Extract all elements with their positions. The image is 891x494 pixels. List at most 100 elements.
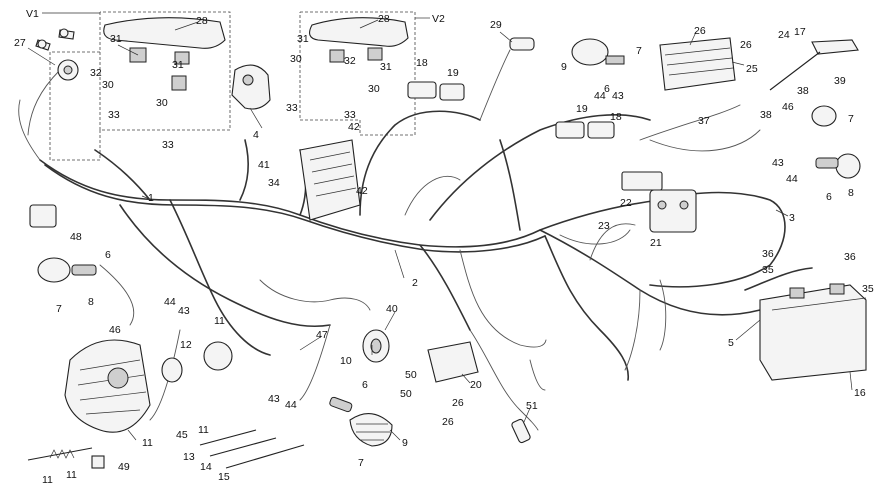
horn — [362, 329, 390, 363]
callout: 7 — [358, 457, 364, 469]
starter-relay-21 — [649, 189, 697, 233]
socket-11 — [203, 341, 233, 371]
main-harness — [18, 49, 821, 431]
callout: 43 — [612, 90, 624, 102]
headlight — [64, 339, 151, 433]
callout: 38 — [760, 109, 772, 121]
callout: 33 — [344, 109, 356, 121]
instrument-cluster-v1 — [103, 17, 226, 91]
callout: 26 — [694, 25, 706, 37]
variant-label-v2: V2 — [432, 13, 445, 25]
fuse-19-top — [439, 83, 465, 101]
callout: 27 — [14, 37, 26, 49]
callout: 33 — [162, 139, 174, 151]
callout: 31 — [380, 61, 392, 73]
callout: 32 — [344, 55, 356, 67]
callout: 50 — [400, 388, 412, 400]
callout: 11 — [142, 437, 153, 449]
callout: 37 — [698, 115, 710, 127]
callout: 17 — [794, 26, 806, 38]
callout: 25 — [746, 63, 758, 75]
callout: 18 — [416, 57, 428, 69]
callout: 51 — [526, 400, 538, 412]
callout: 46 — [782, 101, 794, 113]
callout: 23 — [598, 220, 610, 232]
leader-lines — [27, 19, 853, 441]
clip-49 — [91, 455, 105, 469]
callout: 48 — [70, 231, 82, 243]
callout: 20 — [470, 379, 482, 391]
callout: 50 — [405, 369, 417, 381]
callout: 41 — [258, 159, 270, 171]
callout: 35 — [762, 264, 774, 276]
callout: 30 — [156, 97, 168, 109]
callout: 6 — [362, 379, 368, 391]
variant-box-v2 — [299, 11, 416, 136]
callout: 22 — [620, 197, 632, 209]
fuse-block-22 — [621, 171, 663, 191]
callout: 28 — [378, 13, 390, 25]
callout: 8 — [848, 187, 854, 199]
callout: 43 — [178, 305, 190, 317]
callout: 35 — [862, 283, 874, 295]
callout: 2 — [412, 277, 418, 289]
relay-18-top — [407, 81, 437, 99]
callout: 30 — [368, 83, 380, 95]
callout: 42 — [356, 185, 368, 197]
callout: 6 — [604, 83, 610, 95]
callout: 39 — [834, 75, 846, 87]
callout: 46 — [109, 324, 121, 336]
callout: 44 — [164, 296, 176, 308]
connector-29 — [509, 37, 535, 51]
callout: 24 — [778, 29, 790, 41]
callout-labels: 28 27 31 32 31 30 30 33 33 4 28 31 30 32… — [14, 13, 874, 486]
callout: 6 — [105, 249, 111, 261]
callout: 29 — [490, 19, 502, 31]
callout: 16 — [854, 387, 866, 399]
callout: 7 — [56, 303, 62, 315]
callout: 45 — [176, 429, 188, 441]
callout: 43 — [772, 157, 784, 169]
callout: 9 — [561, 61, 567, 73]
bulb-12 — [161, 357, 183, 383]
callout: 36 — [844, 251, 856, 263]
callout: 26 — [452, 397, 464, 409]
callout: 43 — [268, 393, 280, 405]
callout: 36 — [762, 248, 774, 260]
ignition-switch — [35, 28, 79, 81]
callout: 31 — [172, 59, 184, 71]
relay-48 — [29, 204, 57, 228]
rear-indicator-39 — [769, 39, 859, 91]
callout: 31 — [110, 33, 122, 45]
callout: 6 — [826, 191, 832, 203]
callout: 38 — [797, 85, 809, 97]
callout: 33 — [108, 109, 120, 121]
ignition-coil — [427, 341, 479, 383]
callout: 7 — [848, 113, 854, 125]
instrument-cluster-v2 — [309, 17, 409, 63]
indicator-rear-38 — [811, 105, 837, 127]
adjuster-screw — [27, 447, 93, 461]
callout: 30 — [102, 79, 114, 91]
indicator-left-8 — [37, 257, 97, 283]
callout: 11 — [214, 315, 225, 327]
variant-box-v1 — [49, 11, 231, 161]
callout: 4 — [253, 129, 259, 141]
callout: 19 — [447, 67, 459, 79]
fuse-19-right — [555, 121, 585, 139]
callout: 33 — [286, 102, 298, 114]
variant-label-v1: V1 — [26, 8, 39, 20]
callout: 10 — [340, 355, 352, 367]
callout: 11 — [198, 424, 209, 436]
callout: 30 — [290, 53, 302, 65]
cable-ties — [199, 429, 305, 469]
regulator-25 — [659, 37, 736, 91]
callout: 44 — [285, 399, 297, 411]
callout: 26 — [442, 416, 454, 428]
callout: 28 — [196, 15, 208, 27]
relay-18-right — [587, 121, 615, 139]
callout: 12 — [180, 339, 192, 351]
callout: 31 — [297, 33, 309, 45]
callout: 3 — [789, 212, 795, 224]
callout: 49 — [118, 461, 130, 473]
